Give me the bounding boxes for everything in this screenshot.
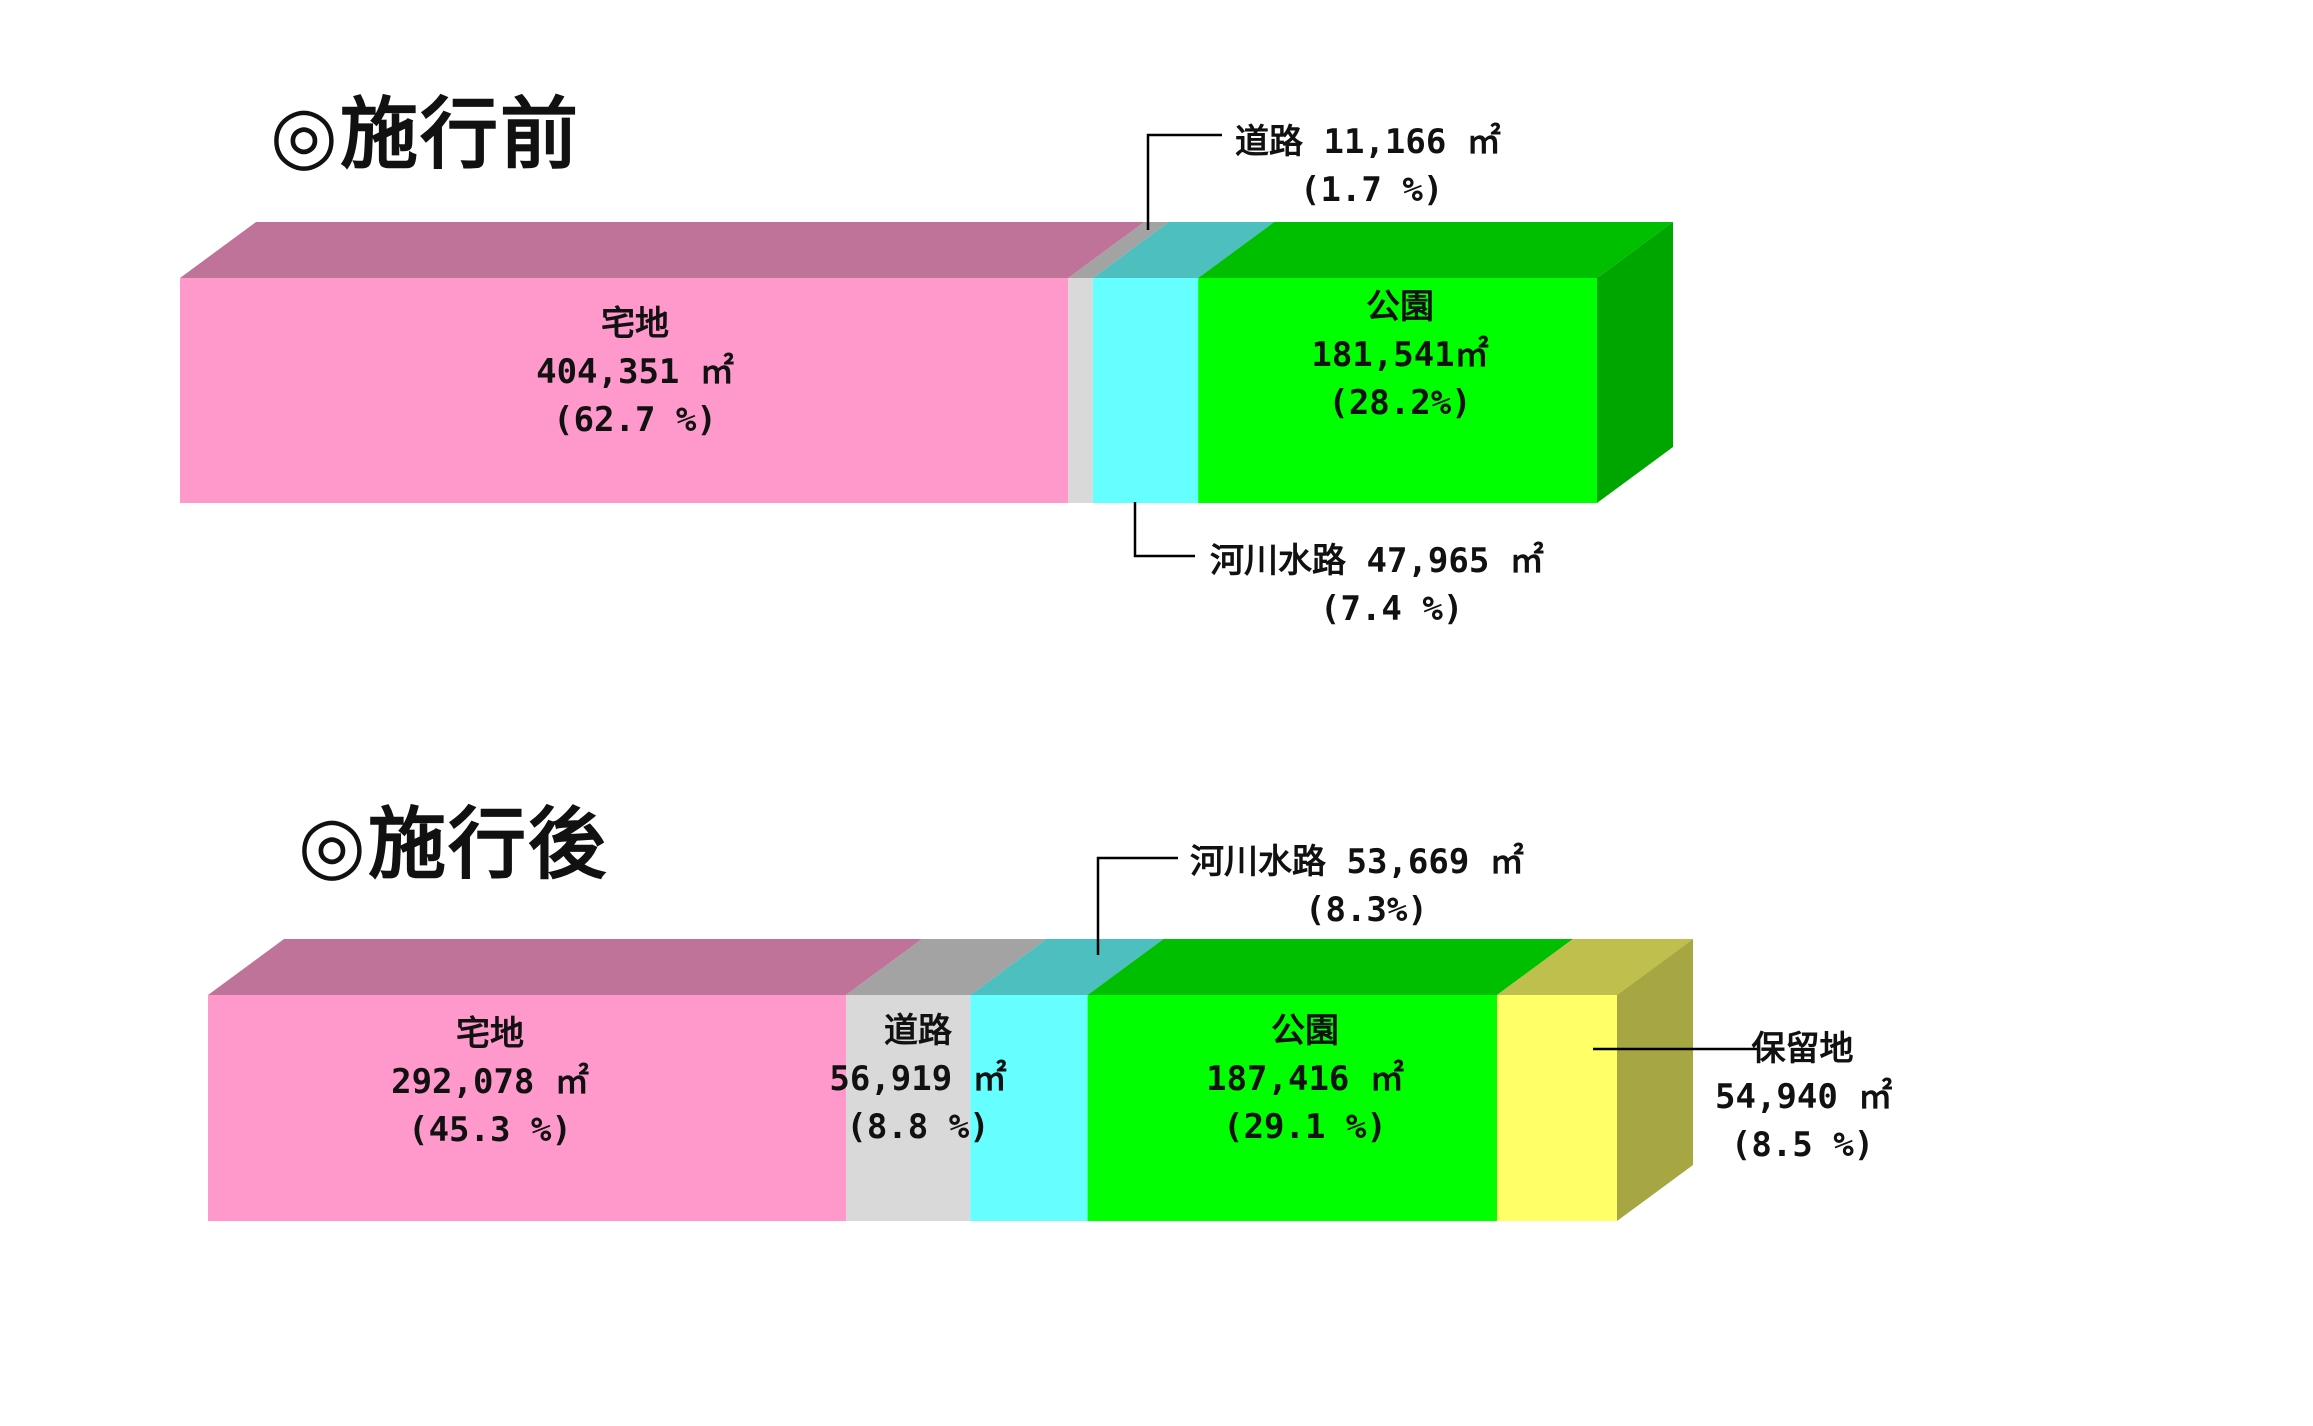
label-before-kouen: 公園 181,541㎡ (28.2%) [1290, 283, 1510, 427]
label-name: 公園 [1366, 287, 1434, 327]
bar-1-1-top [846, 939, 1047, 995]
label-percent: (62.7 %) [553, 400, 717, 440]
bar-1-2-front [970, 995, 1088, 1221]
label-name: 公園 [1271, 1011, 1339, 1051]
label-name: 道路 [1235, 122, 1303, 162]
label-area: 11,166 ㎡ [1323, 122, 1501, 162]
bar-1-4-top [1496, 939, 1693, 995]
label-percent: (8.3%) [1305, 890, 1428, 930]
label-after-douro: 道路 56,919 ㎡ (8.8 %) [828, 1007, 1008, 1151]
label-percent: (8.8 %) [846, 1107, 990, 1147]
label-area: 56,919 ㎡ [829, 1059, 1007, 1099]
bar-0-1-top [1068, 222, 1169, 278]
label-percent: (7.4 %) [1320, 589, 1464, 629]
label-percent: (45.3 %) [408, 1110, 572, 1150]
label-percent: (28.2%) [1328, 383, 1472, 423]
bar-1-3-front [1087, 995, 1497, 1221]
label-percent: (1.7 %) [1300, 170, 1444, 210]
label-after-horyuuchi: 保留地 54,940 ㎡ (8.5 %) [1715, 1025, 1893, 1169]
label-name: 河川水路 [1210, 541, 1346, 581]
label-area: 54,940 ㎡ [1715, 1077, 1893, 1117]
label-name: 道路 [884, 1011, 952, 1051]
label-name: 宅地 [456, 1014, 524, 1054]
label-area: 53,669 ㎡ [1346, 842, 1524, 882]
label-after-kouen: 公園 187,416 ㎡ (29.1 %) [1195, 1007, 1415, 1151]
bar-0-1-front [1068, 278, 1093, 503]
label-name: 宅地 [601, 304, 669, 344]
bar-0-2-front [1092, 278, 1199, 503]
label-area: 47,965 ㎡ [1366, 541, 1544, 581]
label-before-douro: 道路 11,166 ㎡ (1.7 %) [1235, 118, 1501, 214]
bar-0-3-side [1597, 222, 1673, 503]
leader-after-kasen [1096, 856, 1178, 955]
bar-0-0-front [180, 278, 1069, 503]
label-name: 保留地 [1751, 1029, 1854, 1069]
label-area: 404,351 ㎡ [536, 352, 734, 392]
bar-1-0-front [208, 995, 847, 1221]
leader-before-kasen [1133, 502, 1195, 558]
label-area: 181,541㎡ [1311, 335, 1489, 375]
label-before-takuchi: 宅地 404,351 ㎡ (62.7 %) [530, 300, 740, 444]
bar-1-2-top [970, 939, 1164, 995]
chart-title-before: ◎施行前 [270, 90, 581, 180]
label-after-kasen: 河川水路 53,669 ㎡ (8.3%) [1190, 838, 1524, 934]
bar-1-3-top [1087, 939, 1573, 995]
label-area: 187,416 ㎡ [1206, 1059, 1404, 1099]
bar-0-3-top [1198, 222, 1673, 278]
bar-0-3-front [1198, 278, 1597, 503]
bar-1-1-front [846, 995, 971, 1221]
label-area: 292,078 ㎡ [391, 1062, 589, 1102]
label-after-takuchi: 宅地 292,078 ㎡ (45.3 %) [385, 1010, 595, 1154]
label-percent: (8.5 %) [1730, 1125, 1875, 1165]
bar-1-0-top [208, 939, 923, 995]
bar-0-0-top [180, 222, 1145, 278]
label-before-kasen: 河川水路 47,965 ㎡ (7.4 %) [1210, 537, 1544, 633]
bar-0-2-top [1092, 222, 1275, 278]
leader-before-douro [1146, 133, 1222, 230]
chart-title-after: ◎施行後 [298, 800, 609, 890]
bar-1-4-side [1617, 939, 1693, 1221]
label-percent: (29.1 %) [1223, 1107, 1387, 1147]
label-name: 河川水路 [1190, 842, 1326, 882]
bar-1-4-front [1496, 995, 1617, 1221]
